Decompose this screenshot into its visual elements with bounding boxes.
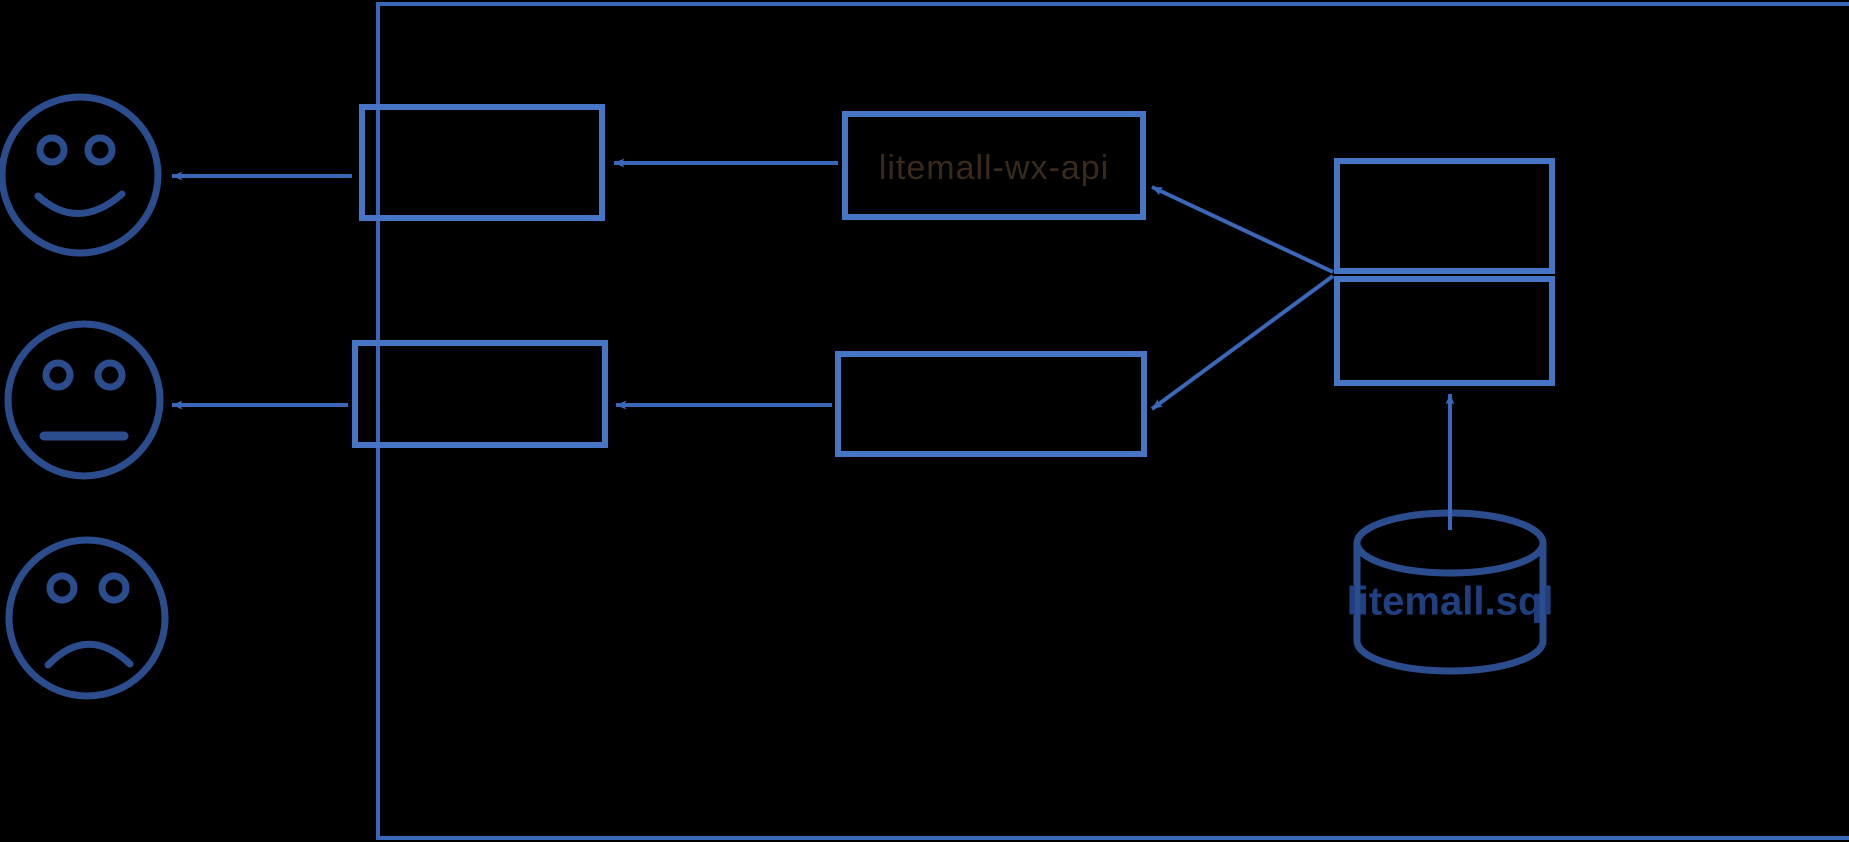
box-api-top-label: litemall-wx-api bbox=[879, 149, 1109, 187]
happy-face-left-eye-icon bbox=[36, 134, 68, 166]
neutral-face-outline bbox=[4, 320, 164, 480]
actor-user-happy[interactable] bbox=[0, 93, 162, 257]
box-front-top[interactable] bbox=[359, 104, 605, 221]
neutral-face-left-eye-icon bbox=[42, 359, 74, 391]
box-front-top-frame bbox=[359, 104, 605, 221]
box-api-top-frame bbox=[842, 111, 1146, 220]
happy-face-right-eye-icon bbox=[84, 134, 116, 166]
box-front-bottom-frame bbox=[352, 340, 608, 448]
sad-face-outline bbox=[5, 536, 169, 700]
arrow-core-to-api-bottom bbox=[1150, 274, 1335, 411]
box-front-bottom[interactable] bbox=[352, 340, 608, 448]
sad-face-left-eye-icon bbox=[46, 572, 78, 604]
box-core-lower[interactable] bbox=[1334, 276, 1555, 386]
happy-face-smile-icon bbox=[34, 190, 126, 217]
database-litemall-sql[interactable]: litemall.sql bbox=[1347, 509, 1554, 675]
system-boundary bbox=[376, 2, 1849, 840]
sad-face-frown-icon bbox=[44, 640, 134, 669]
sad-face-right-eye-icon bbox=[98, 572, 130, 604]
box-core-upper-frame bbox=[1334, 158, 1555, 274]
actor-user-sad[interactable] bbox=[5, 536, 169, 700]
database-cylinder-body bbox=[1353, 543, 1547, 675]
box-api-bottom[interactable] bbox=[835, 351, 1147, 457]
arrow-core-to-api-top bbox=[1151, 185, 1334, 274]
box-core-lower-frame bbox=[1334, 276, 1555, 386]
actor-user-neutral[interactable] bbox=[4, 320, 164, 480]
box-api-bottom-frame bbox=[835, 351, 1147, 457]
happy-face-outline bbox=[0, 93, 162, 257]
neutral-face-right-eye-icon bbox=[94, 359, 126, 391]
box-api-top[interactable]: litemall-wx-api bbox=[842, 111, 1146, 220]
box-core-upper[interactable] bbox=[1334, 158, 1555, 274]
database-label: litemall.sql bbox=[1347, 580, 1554, 624]
